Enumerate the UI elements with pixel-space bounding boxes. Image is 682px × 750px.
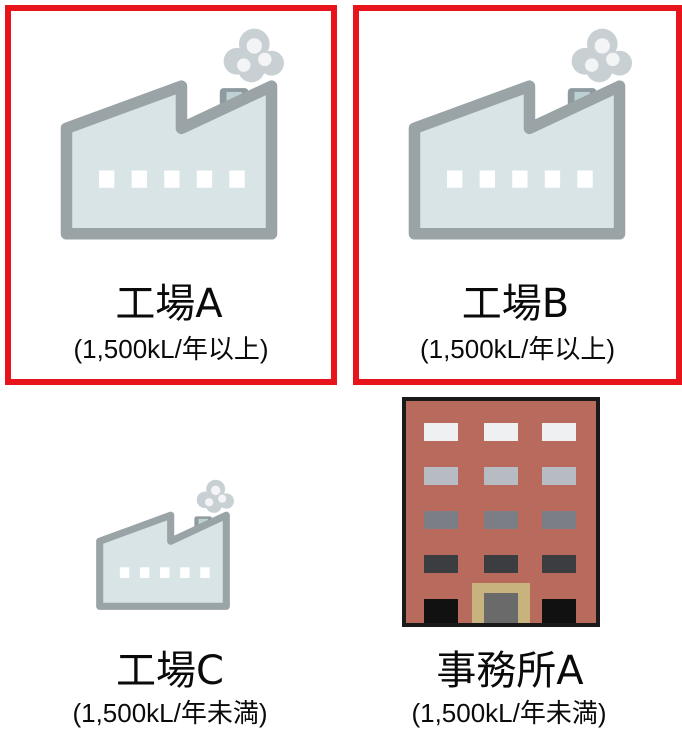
facility-usage-note: (1,500kL/年未満) [411,698,607,728]
facility-card-b: 工場B (1,500kL/年以上) [353,5,682,385]
facility-card-c: 工場C (1,500kL/年未満) [0,385,340,750]
facility-usage-note: (1,500kL/年未満) [72,698,268,728]
facility-card-a: 工場A (1,500kL/年以上) [5,5,337,385]
factory-icon [397,21,637,251]
office-building-icon [402,397,600,627]
factory-icon [49,21,289,251]
facility-usage-note: (1,500kL/年以上) [73,334,269,364]
highlight-frame-a [5,5,337,385]
factory-icon [88,475,238,617]
highlight-frame-b [353,5,682,385]
facility-name: 工場A [115,281,223,327]
facility-name: 工場C [116,648,224,694]
facility-card-d: 事務所A (1,500kL/年未満) [340,385,682,750]
facility-name: 事務所A [436,648,584,694]
facility-usage-note: (1,500kL/年以上) [419,334,616,364]
facility-name: 工場B [461,281,570,327]
